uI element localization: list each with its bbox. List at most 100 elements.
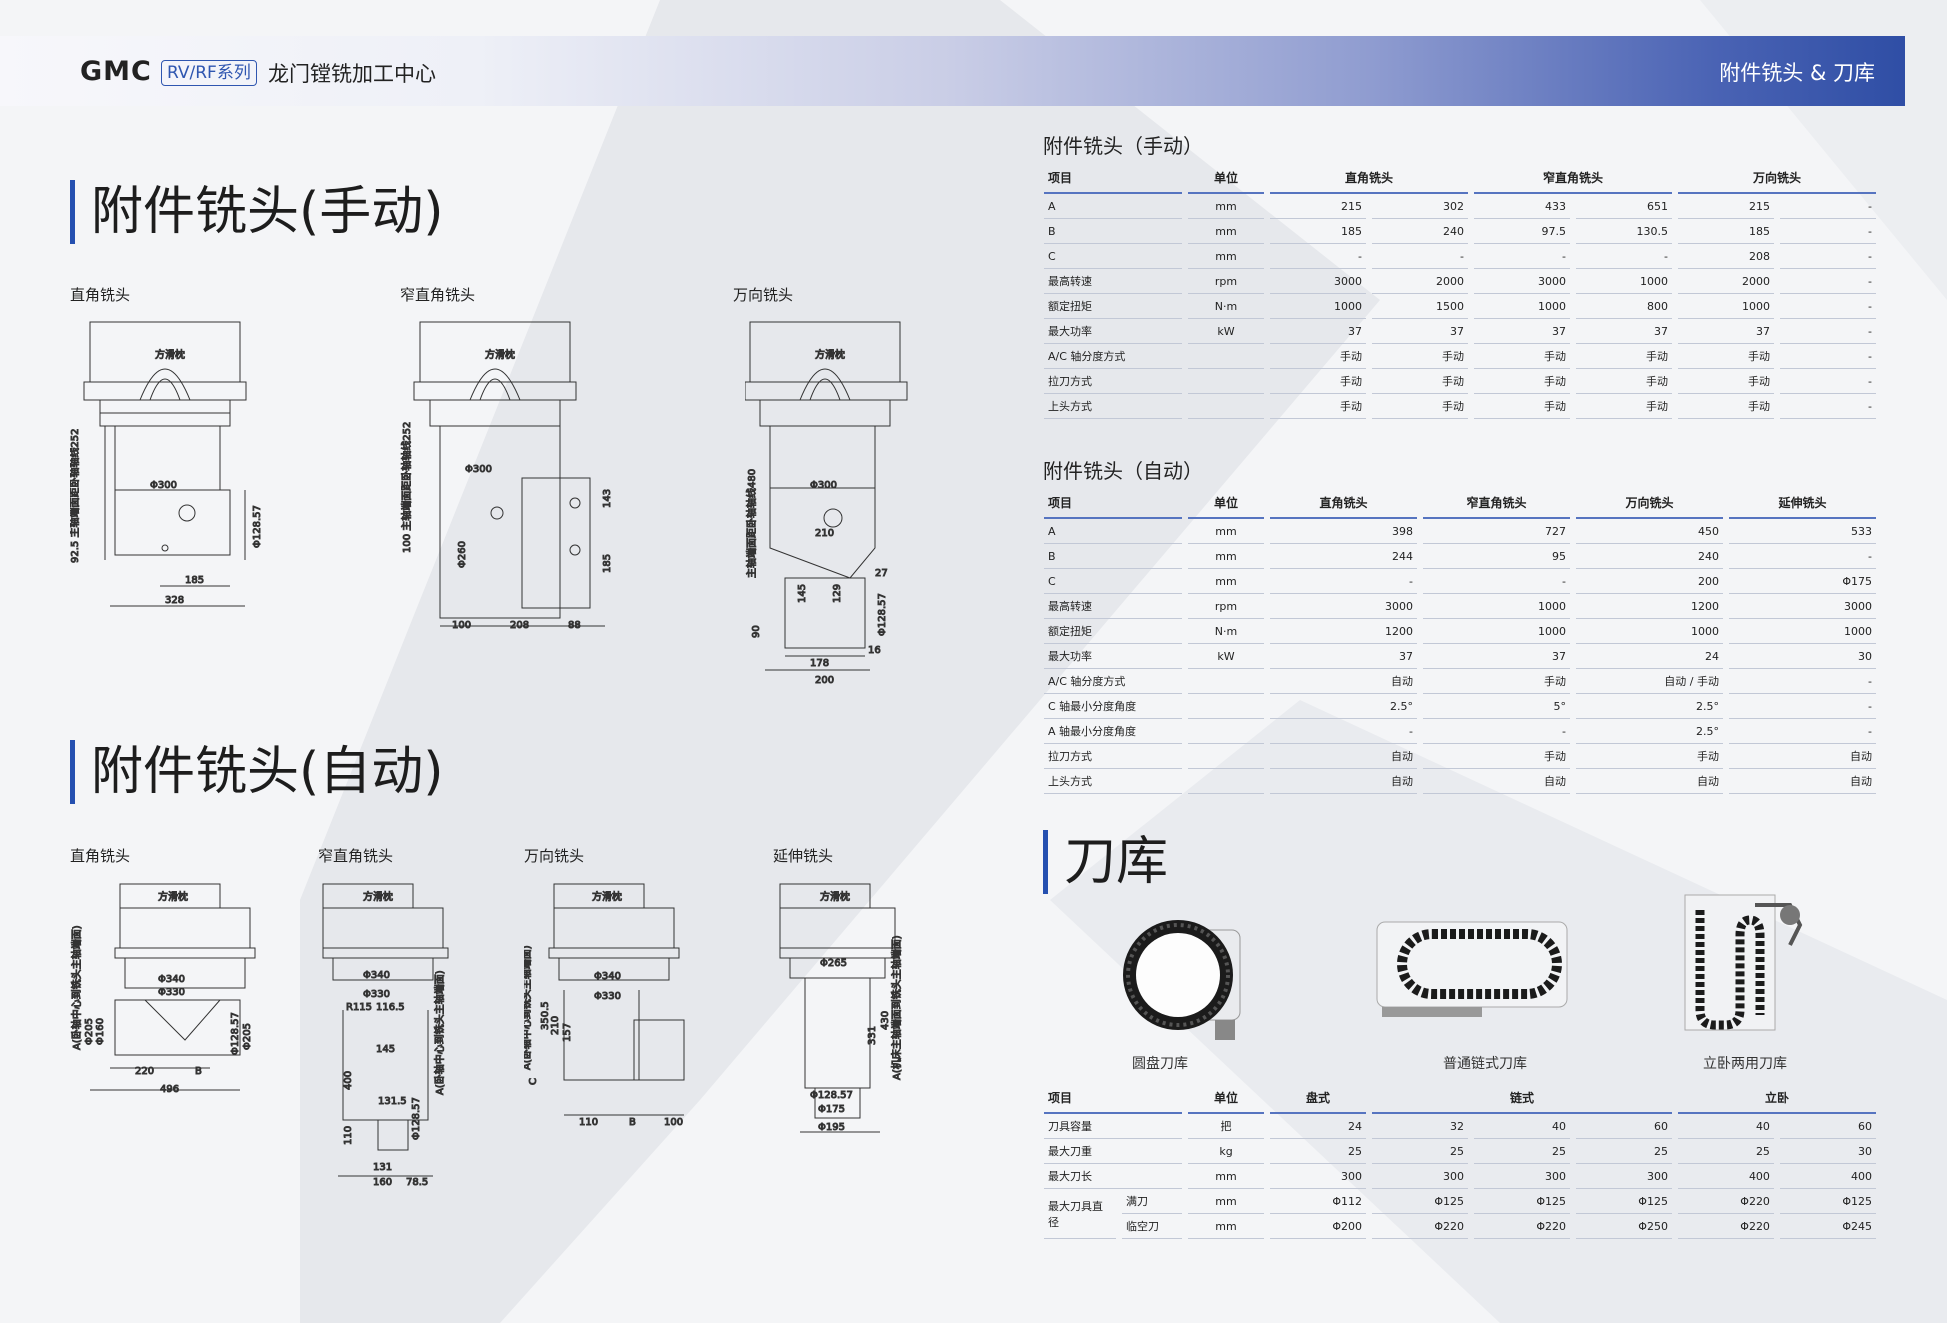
table-cell: 3000: [1270, 269, 1366, 294]
manual-head-label-3: 万向铣头: [733, 286, 794, 304]
a3-d340: Φ340: [594, 971, 621, 982]
table-cell: Φ112: [1270, 1189, 1366, 1214]
table-cell: 30: [1729, 644, 1876, 669]
m3-w210: 210: [815, 528, 834, 539]
table-cell: 450: [1576, 519, 1723, 544]
table-cell: A: [1044, 194, 1182, 219]
table-cell: 2.5°: [1270, 694, 1417, 719]
table-row: A/C 轴分度方式自动手动自动 / 手动-: [1044, 669, 1876, 694]
col-header: 直角铣头: [1270, 162, 1468, 194]
table-cell: rpm: [1188, 594, 1264, 619]
table-cell: [1188, 769, 1264, 794]
table-cell: 上头方式: [1044, 769, 1182, 794]
table-cell: 800: [1576, 294, 1672, 319]
table-cell: C: [1044, 244, 1182, 269]
m3-h90: 90: [751, 625, 762, 638]
table-header-row: 项目 单位 直角铣头 窄直角铣头 万向铣头: [1044, 162, 1876, 194]
a3-side-label: A(卧轴中心到铣头主轴端面): [524, 945, 533, 1070]
table-cell: 95: [1423, 544, 1570, 569]
table-cell: -: [1423, 569, 1570, 594]
table-cell: 37: [1423, 644, 1570, 669]
col-header: 链式: [1372, 1082, 1672, 1114]
magazine-caption-2: 普通链式刀库: [1443, 1056, 1527, 1072]
table-cell: 433: [1474, 194, 1570, 219]
table-cell: 2.5°: [1576, 719, 1723, 744]
table-cell: kW: [1188, 644, 1264, 669]
table-cell: -: [1576, 244, 1672, 269]
col-header: 项目: [1044, 487, 1182, 519]
a1-w496: 496: [160, 1084, 179, 1095]
table-cell: 临空刀: [1122, 1214, 1183, 1239]
table-cell: 200: [1576, 569, 1723, 594]
table-cell: 拉刀方式: [1044, 369, 1182, 394]
table-cell: C 轴最小分度角度: [1044, 694, 1182, 719]
table-cell: mm: [1188, 1164, 1265, 1189]
table-cell: Φ175: [1729, 569, 1876, 594]
a2-w131a: 131.5: [378, 1096, 407, 1107]
a3-d330: Φ330: [594, 991, 621, 1002]
table-cell: 240: [1576, 544, 1723, 569]
table-cell: 300: [1372, 1164, 1468, 1189]
table-cell: -: [1780, 319, 1876, 344]
auto-head-label-3: 万向铣头: [524, 847, 585, 865]
header-bar: GMC RV/RF系列 龙门镗铣加工中心 附件铣头 & 刀库: [0, 36, 1905, 106]
table-cell: 手动: [1576, 394, 1672, 419]
table-cell: 最大刀具直径: [1044, 1189, 1116, 1239]
table-cell: 533: [1729, 519, 1876, 544]
table-cell: mm: [1188, 1189, 1265, 1214]
m3-h145: 145: [797, 584, 808, 603]
m3-side-label: 主轴端面距卧轴轴线480: [745, 469, 758, 578]
m2-w100: 100: [452, 620, 471, 631]
m2-w208: 208: [510, 620, 529, 631]
table-cell: -: [1270, 244, 1366, 269]
a4-h430: 430: [880, 1011, 891, 1030]
table-cell: Φ125: [1575, 1189, 1672, 1214]
table-cell: 727: [1423, 519, 1570, 544]
table-cell: 302: [1372, 194, 1468, 219]
table-cell: 1200: [1270, 619, 1417, 644]
table-cell: 25: [1473, 1139, 1570, 1164]
drawing-auto-narrow-head: 方滑枕 Φ340 Φ330 R115 116.5 145 400 131.5 Φ…: [318, 880, 478, 1190]
table-cell: 手动: [1576, 744, 1723, 769]
table-cell: N·m: [1188, 619, 1264, 644]
table-cell: 97.5: [1474, 219, 1570, 244]
table-cell: 651: [1576, 194, 1672, 219]
table-cell: B: [1044, 219, 1182, 244]
table-cell: C: [1044, 569, 1182, 594]
a2-side-label: A(卧轴中心到铣头主轴端面): [433, 970, 446, 1095]
manual-head-label-1: 直角铣头: [70, 286, 131, 304]
a2-w145: 145: [376, 1044, 395, 1055]
table-cell: kW: [1188, 319, 1264, 344]
table-cell: 把: [1188, 1114, 1265, 1139]
table-cell: 手动: [1423, 669, 1570, 694]
table-cell: 1000: [1678, 294, 1774, 319]
magazine-section-title: 刀库: [1043, 830, 1168, 894]
m3-slide-label: 方滑枕: [815, 348, 845, 361]
table-cell: 25: [1372, 1139, 1468, 1164]
table-cell: mm: [1188, 1214, 1265, 1239]
magazine-caption-1: 圆盘刀库: [1132, 1056, 1188, 1072]
table-cell: 37: [1678, 319, 1774, 344]
m2-d300: Φ300: [465, 464, 492, 475]
table-cell: [1188, 369, 1264, 394]
table-cell: 最大刀长: [1044, 1164, 1183, 1189]
col-header: 立卧: [1677, 1082, 1876, 1114]
table-cell: 自动: [1270, 744, 1417, 769]
table-cell: 37: [1576, 319, 1672, 344]
chain-magazine-image: [1372, 912, 1572, 1022]
table-cell: 240: [1372, 219, 1468, 244]
table-cell: 185: [1270, 219, 1366, 244]
table-cell: 最高转速: [1044, 269, 1182, 294]
a3-h157: 157: [562, 1023, 573, 1042]
table-cell: 300: [1473, 1164, 1570, 1189]
header-section-title: 附件铣头 & 刀库: [1719, 61, 1875, 85]
a2-h400: 400: [343, 1071, 354, 1090]
a4-side-label: A(机床主轴端面到铣头主轴端面): [890, 935, 903, 1080]
table-cell: -: [1729, 719, 1876, 744]
table-cell: Φ125: [1372, 1189, 1468, 1214]
table-cell: 自动: [1270, 669, 1417, 694]
